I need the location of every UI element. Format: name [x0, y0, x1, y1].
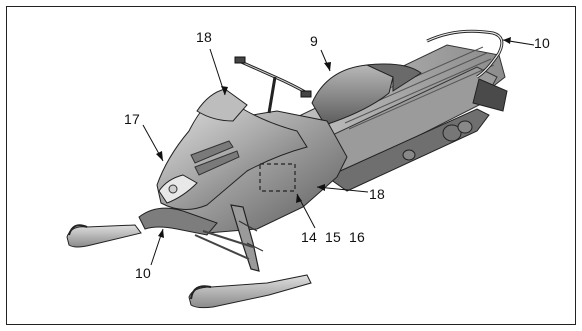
left-ski	[67, 225, 141, 247]
callout-18-right: 18	[369, 187, 385, 201]
diagram-frame	[6, 6, 576, 325]
callout-17: 17	[124, 112, 140, 126]
right-ski	[189, 275, 311, 308]
callout-10-bottom: 10	[135, 266, 151, 280]
callout-10-top: 10	[534, 36, 550, 50]
snow-flap	[473, 79, 507, 111]
callout-14: 14	[301, 230, 317, 244]
callout-18-top: 18	[196, 30, 212, 44]
callout-15: 15	[325, 230, 341, 244]
callout-16: 16	[349, 230, 365, 244]
snowmobile-illustration	[7, 7, 577, 326]
callout-9: 9	[310, 34, 318, 48]
logo-emblem	[169, 185, 177, 193]
